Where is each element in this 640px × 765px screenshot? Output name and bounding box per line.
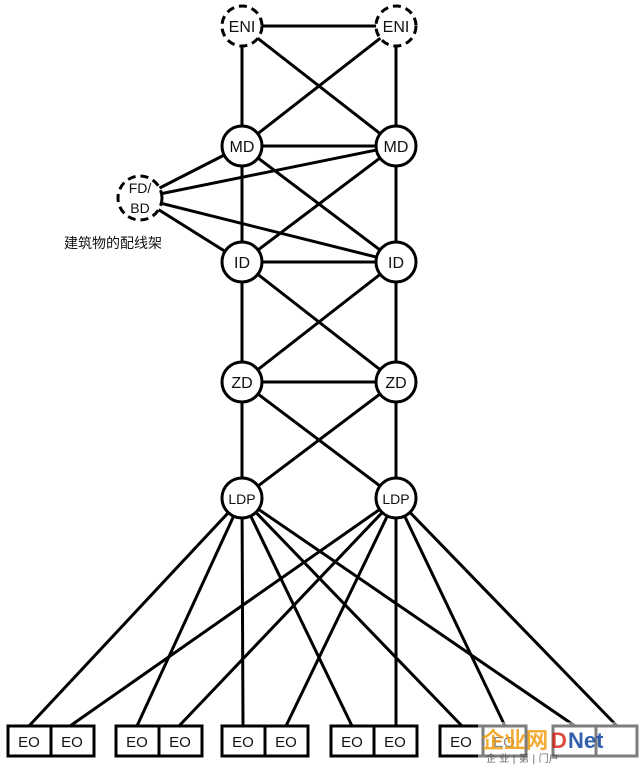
link-ldp-left-eo-3 [135, 497, 244, 727]
fd-bd-label-line1: FD/ [129, 180, 152, 196]
eo-label: EO [18, 734, 40, 751]
watermark-logo-a: 企业网 [481, 728, 548, 753]
outlet-group-5: EO EO [438, 724, 528, 758]
link-id-right-zd-left [241, 260, 397, 384]
fd-bd-node: FD/ BD [116, 174, 164, 222]
ldp-right-label: LDP [382, 491, 409, 507]
eni-right-label: ENI [383, 19, 410, 36]
zd-left-node: ZD [220, 360, 264, 404]
zd-left-label: ZD [231, 375, 252, 392]
ldp-left-node: LDP [220, 476, 264, 520]
watermark-subtitle: 企 业 | 第 | 门户 [486, 752, 559, 765]
link-ldp-right-eo-6 [284, 497, 398, 727]
watermark: 企业网 D Net 企 业 | 第 | 门户 [478, 722, 640, 765]
eni-left-label: ENI [229, 19, 256, 36]
link-fd-id-right [139, 196, 397, 264]
outlet-group-4: EO EO [329, 724, 419, 758]
outlet-group-2: EO EO [114, 724, 204, 758]
eo-label: EO [61, 734, 83, 751]
link-ldp-left-eo-11 [241, 496, 576, 728]
link-ldp-left-eo-5 [240, 497, 245, 727]
eni-left-node: ENI [220, 4, 264, 48]
watermark-logo-b: D [551, 728, 567, 753]
fd-bd-label-line2: BD [130, 200, 149, 216]
link-eni-right-md-left [241, 24, 397, 148]
id-right-node: ID [374, 240, 418, 284]
md-right-node: MD [374, 124, 418, 168]
ldp-right-node: LDP [374, 476, 418, 520]
link-ldp-right-eo-4 [177, 496, 398, 728]
link-fd-md-right [139, 144, 397, 200]
link-ldp-left-eo-1 [27, 496, 244, 728]
watermark-logo-c: Net [568, 728, 604, 753]
id-right-label: ID [388, 255, 404, 272]
eo-label: EO [493, 734, 515, 751]
ldp-left-label: LDP [228, 491, 255, 507]
md-left-node: MD [220, 124, 264, 168]
link-ldp-left-eo-7 [240, 497, 354, 727]
zd-right-node: ZD [374, 360, 418, 404]
link-ldp-right-eo-10 [394, 497, 507, 727]
eo-label: EO [169, 734, 191, 751]
link-ldp-right-eo-2 [69, 496, 397, 728]
outlet-group-6 [551, 724, 639, 758]
eo-label: EO [341, 734, 363, 751]
outlet-group-1: EO EO [6, 724, 96, 758]
md-right-label: MD [384, 139, 409, 156]
outlet-group-3: EO EO [220, 724, 310, 758]
link-ldp-right-eo-12 [394, 496, 619, 728]
zd-right-label: ZD [385, 375, 406, 392]
id-left-label: ID [234, 255, 250, 272]
md-left-label: MD [230, 139, 255, 156]
eo-label: EO [384, 734, 406, 751]
building-distributor-caption: 建筑物的配线架 [64, 236, 162, 252]
eo-label: EO [275, 734, 297, 751]
eo-label: EO [232, 734, 254, 751]
eo-label: EO [126, 734, 148, 751]
connection-lines [27, 24, 619, 728]
link-md-right-id-left [241, 144, 397, 264]
eo-label: EO [450, 734, 472, 751]
id-left-node: ID [220, 240, 264, 284]
link-ldp-left-eo-9 [240, 496, 464, 728]
eni-right-node: ENI [374, 4, 418, 48]
link-zd-right-ldp-left [241, 380, 397, 500]
